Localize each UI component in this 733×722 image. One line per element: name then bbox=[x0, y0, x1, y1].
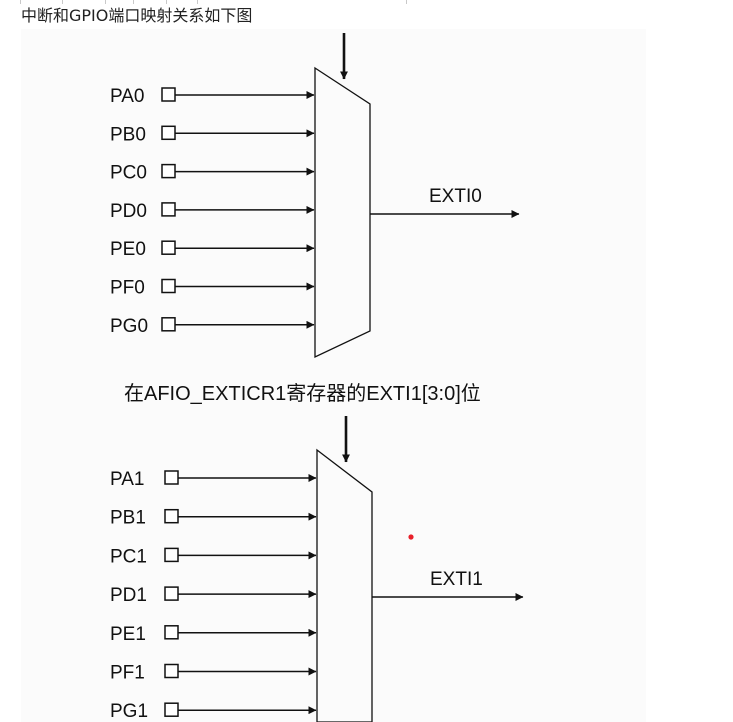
mux-exti0-pin-box-pe0 bbox=[161, 240, 176, 255]
top-divider bbox=[0, 0, 733, 4]
mux-exti1-trapezoid bbox=[316, 448, 373, 722]
mux-exti1-pin-box-pa1 bbox=[164, 470, 179, 485]
mux-exti0-input-label-pb0: PB0 bbox=[110, 124, 146, 145]
mux-exti0-input-label-pd0: PD0 bbox=[110, 201, 147, 222]
mux-exti0-pin-box-pa0 bbox=[161, 87, 176, 102]
mux-exti1-pin-box-pc1 bbox=[164, 547, 179, 563]
mux-exti1-input-label-pf1: PF1 bbox=[110, 663, 145, 684]
mux-exti1-input-label-pb1: PB1 bbox=[110, 508, 146, 529]
mux-exti0-input-label-pf0: PF0 bbox=[110, 278, 145, 299]
mux-exti0-input-label-pc0: PC0 bbox=[110, 163, 147, 184]
register-caption: 在AFIO_EXTICR1寄存器的EXTI1[3:0]位 bbox=[124, 382, 481, 405]
mux-exti1-pin-box-pb1 bbox=[164, 508, 179, 524]
mux-exti1-output-label: EXTI1 bbox=[430, 569, 483, 590]
mux-exti1-pin-box-pe1 bbox=[164, 625, 179, 640]
mux-exti0-trapezoid bbox=[314, 66, 371, 359]
mux-exti1-pin-box-pf1 bbox=[164, 663, 179, 679]
mux-exti0-pin-box-pg0 bbox=[161, 317, 176, 332]
mux-exti1-input-label-pa1: PA1 bbox=[110, 469, 145, 490]
mux-exti0-pin-box-pd0 bbox=[161, 202, 176, 217]
page-heading: 中断和GPIO端口映射关系如下图 bbox=[21, 6, 253, 25]
mux-exti0-pin-box-pb0 bbox=[161, 125, 176, 141]
mux-exti1-pin-box-pg1 bbox=[164, 702, 179, 717]
mux-exti1-input-label-pc1: PC1 bbox=[110, 546, 147, 567]
mux-exti0-input-label-pe0: PE0 bbox=[110, 239, 146, 260]
red-dot bbox=[408, 534, 414, 540]
mux-exti0-input-label-pg0: PG0 bbox=[110, 316, 148, 337]
mux-exti1-input-label-pd1: PD1 bbox=[110, 585, 147, 606]
mux-exti0-output-label: EXTI0 bbox=[429, 186, 482, 207]
mux-exti0-pin-box-pc0 bbox=[161, 163, 176, 179]
mux-exti1-input-label-pe1: PE1 bbox=[110, 624, 146, 645]
mux-exti0-input-label-pa0: PA0 bbox=[110, 86, 145, 107]
mux-exti0-pin-box-pf0 bbox=[161, 278, 176, 294]
mux-exti1-pin-box-pd1 bbox=[164, 586, 179, 601]
mux-exti1-input-label-pg1: PG1 bbox=[110, 701, 148, 722]
